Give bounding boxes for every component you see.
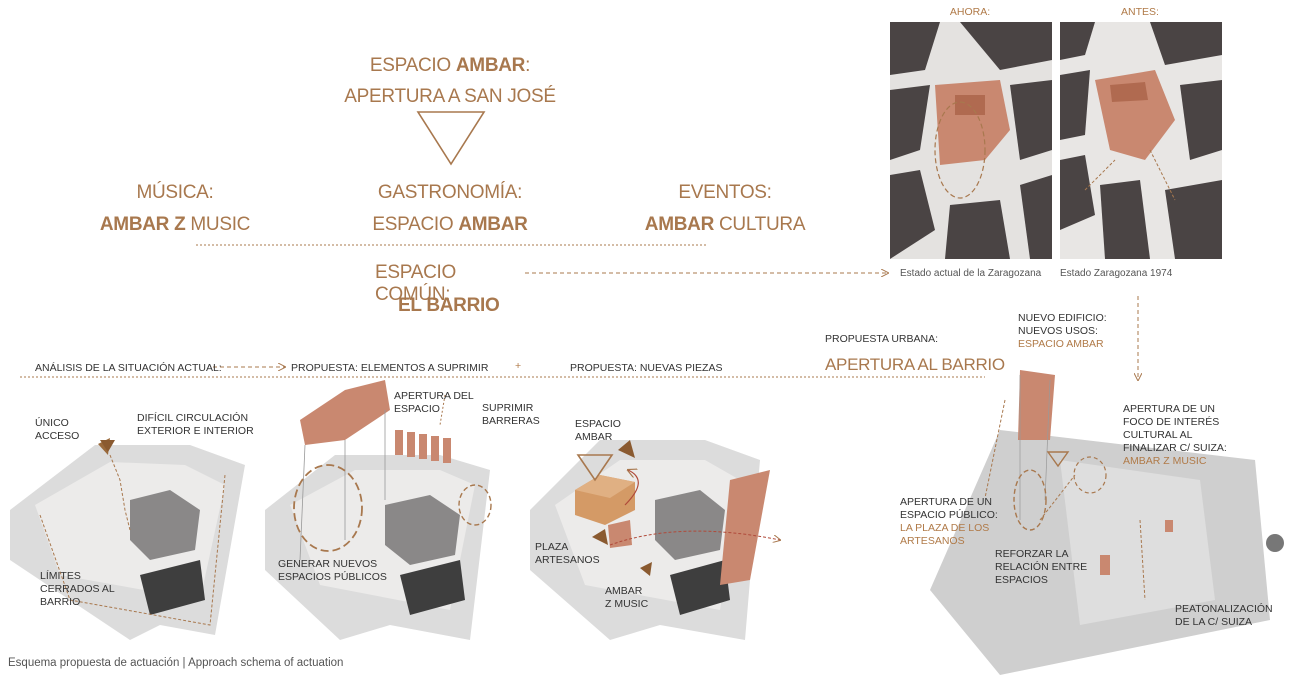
label-limites: LÍMITES CERRADOS AL BARRIO (40, 570, 115, 609)
map-caption-right: Estado Zaragozana 1974 (1060, 268, 1173, 279)
header-plus: + (515, 360, 522, 372)
label-espacio-publico: APERTURA DE UN ESPACIO PÚBLICO: LA PLAZA… (900, 496, 998, 548)
label-line: CERRADOS AL (40, 583, 115, 595)
label-value: ARTESANOS (900, 535, 965, 547)
label-line: ARTESANOS (535, 554, 600, 566)
musica-value: AMBAR Z MUSIC (90, 214, 260, 236)
header-urbana-value: APERTURA AL BARRIO (825, 355, 1005, 374)
label-apertura-espacio: APERTURA del ESPACIO (394, 390, 474, 416)
label-line: APERTURA DE UN (900, 496, 992, 508)
header-suprimir: PROPUESTA: ELEMENTOS A SUPRIMIR (291, 362, 489, 374)
label-unico: ÚNICO ACCESO (35, 417, 79, 443)
label-line: PLAZA (535, 541, 569, 553)
label-line: LÍMITES (40, 570, 81, 582)
triangle-icon (416, 111, 486, 166)
header-nuevas: PROPUESTA: NUEVAS PIEZAS (570, 362, 723, 374)
label-line: DIFÍCIL CIRCULACIÓN (137, 412, 249, 424)
label-foco: APERTURA DE UN FOCO DE INTERÉS CULTURAL … (1123, 403, 1227, 468)
label-line: NUEVOS USOS: (1018, 325, 1098, 337)
diagram-nuevas (530, 440, 780, 640)
title-suffix: : (525, 55, 531, 76)
marker-triangle (592, 529, 608, 545)
label-plaza-artesanos: PLAZA ARTESANOS (535, 541, 600, 567)
apertura-subtitle: APERTURA A SAN JOSÉ (344, 86, 556, 107)
marker-triangle (618, 440, 635, 458)
eventos-label: EVENTOS: (678, 182, 772, 203)
antes-label: ANTES: (1121, 6, 1159, 18)
gastronomia-label: GASTRONOMÍA: (377, 182, 523, 203)
label-line: AMBAR (605, 585, 643, 597)
marker-triangle (576, 454, 614, 482)
map-ahora (890, 22, 1052, 259)
label-line: ESPACIO (575, 418, 621, 430)
label-line: AMBAR (575, 431, 613, 443)
label-line: ESPACIO PÚBLICO: (900, 509, 998, 521)
label-nuevo-edificio: NUEVO EDIFICIO: NUEVOS USOS: ESPACIO AMB… (1018, 312, 1107, 351)
espacio-ambar-title: ESPACIO AMBAR: (320, 55, 580, 77)
eventos-value: AMBAR CULTURA (635, 214, 815, 236)
label-peatonalizacion: PEATONALIZACIÓN DE LA C/ SUIZA (1175, 603, 1273, 629)
label-line: Z MUSIC (605, 598, 649, 610)
eventos-bold: AMBAR (644, 214, 715, 235)
gastro-prefix: ESPACIO (372, 214, 459, 235)
label-dificil: DIFÍCIL CIRCULACIÓN EXTERIOR E INTERIOR (137, 412, 254, 438)
label-line: ACCESO (35, 430, 80, 442)
footer-caption: Esquema propuesta de actuación | Approac… (8, 657, 344, 669)
label-value: AMBAR Z MUSIC (1123, 455, 1207, 467)
label-value: LA PLAZA DE LOS (900, 522, 990, 534)
label-line: ESPACIOS PÚBLICOS (278, 571, 387, 583)
label-line: ESPACIOS (995, 574, 1048, 586)
label-line: PEATONALIZACIÓN (1175, 603, 1273, 615)
label-line: SUPRIMIR (482, 402, 534, 414)
gastronomia-value: ESPACIO AMBAR (360, 214, 540, 236)
label-line: FOCO DE INTERÉS (1123, 416, 1220, 428)
label-line: GENERAR NUEVOS (278, 558, 378, 570)
map-caption-left: Estado actual de la Zaragozana (900, 268, 1042, 279)
label-value: ESPACIO AMBAR (1018, 338, 1104, 350)
title-prefix: ESPACIO (369, 55, 456, 76)
label-line: FINALIZAR C/ SUIZA: (1123, 442, 1227, 454)
gastro-bold: AMBAR (458, 214, 528, 235)
espacio-comun-label: ESPACIO COMÚN: (375, 262, 456, 305)
label-line: NUEVO EDIFICIO: (1018, 312, 1107, 324)
label-line: ÚNICO (35, 417, 69, 429)
label-line: APERTURA del (394, 390, 474, 402)
label-reforzar: REFORZAR LA RELACIÓN ENTRE ESPACIOS (995, 548, 1087, 587)
label-line: DE LA C/ SUIZA (1175, 616, 1253, 628)
musica-rest: MUSIC (185, 214, 251, 235)
eventos-rest: CULTURA (714, 214, 806, 235)
label-line: BARRIO (40, 596, 81, 608)
marker-triangle (100, 440, 115, 452)
label-ambar-z-music: AMBAR Z MUSIC (605, 585, 648, 611)
diagram-suprimir (265, 380, 492, 640)
diagram-analisis (10, 438, 245, 640)
label-line: APERTURA DE UN (1123, 403, 1215, 415)
marker-triangle (640, 562, 652, 576)
musica-label: MÚSICA: (136, 182, 214, 203)
label-line: ESPACIO (394, 403, 440, 415)
ahora-label: AHORA: (949, 6, 991, 18)
label-line: CULTURAL AL (1123, 429, 1193, 441)
label-suprimir-barreras: SUPRIMIR BARRERAS (482, 402, 540, 428)
title-bold: AMBAR (455, 55, 526, 76)
map-antes (1060, 22, 1222, 259)
marker-triangle (1046, 451, 1070, 468)
label-espacio-ambar: ESPACIO AMBAR (575, 418, 621, 444)
musica-bold: AMBAR Z (99, 214, 186, 235)
diagram-urbana (930, 370, 1284, 675)
label-generar: GENERAR NUEVOS ESPACIOS PÚBLICOS (278, 558, 387, 584)
label-line: REFORZAR LA (995, 548, 1069, 560)
label-line: EXTERIOR E INTERIOR (137, 425, 254, 437)
header-analisis: ANÁLISIS DE LA SITUACIÓN ACTUAL: (35, 362, 222, 374)
header-urbana-label: PROPUESTA URBANA: (825, 333, 938, 345)
label-line: BARRERAS (482, 415, 540, 427)
label-line: RELACIÓN ENTRE (995, 561, 1088, 573)
el-barrio: EL BARRIO (398, 295, 500, 316)
